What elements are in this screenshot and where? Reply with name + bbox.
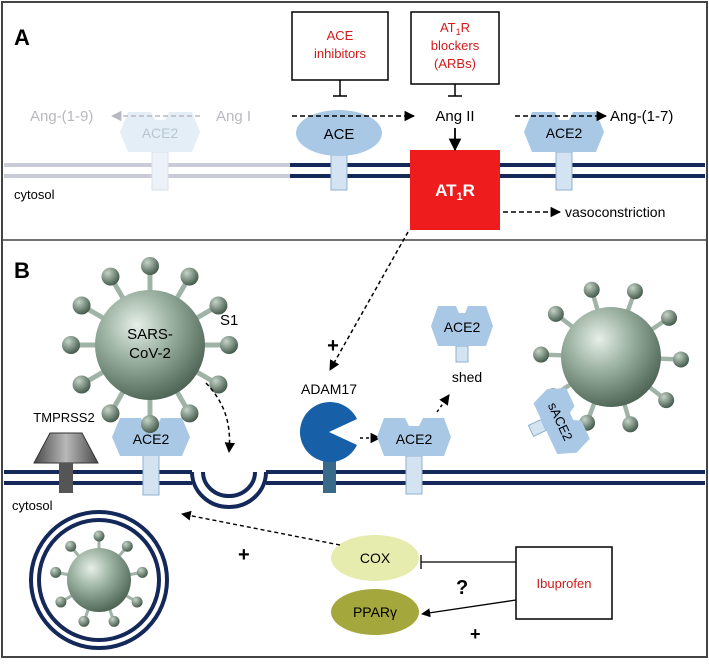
spike-protein bbox=[62, 336, 80, 354]
tmprss2-protease: TMPRSS2 bbox=[33, 410, 99, 493]
arrow-to-endocytosis bbox=[181, 510, 341, 546]
spike-protein bbox=[55, 596, 67, 608]
spike-protein bbox=[121, 540, 133, 552]
s1-label: S1 bbox=[220, 312, 238, 329]
ace-label: ACE bbox=[324, 126, 355, 143]
ace2-cleaved-label: ACE2 bbox=[396, 431, 433, 447]
ace-enzyme: ACE bbox=[296, 110, 382, 191]
virion-envelope bbox=[67, 548, 131, 612]
spike-protein bbox=[141, 257, 159, 275]
spike-protein bbox=[180, 267, 199, 286]
ibuprofen-label: Ibuprofen bbox=[537, 576, 592, 591]
ppar-label: PPARγ bbox=[353, 604, 397, 620]
spike-protein bbox=[533, 346, 550, 363]
ang-1-9-label: Ang-(1-9) bbox=[30, 108, 93, 125]
ibuprofen-activates-ppar bbox=[421, 599, 517, 618]
arrow-virus-to-endocytosis bbox=[205, 382, 236, 454]
ace2-shed: ACE2 bbox=[431, 306, 493, 363]
spike-protein bbox=[78, 615, 90, 627]
spike-protein bbox=[101, 267, 120, 286]
sars-cov-2-virion bbox=[62, 257, 238, 433]
spike-protein bbox=[50, 566, 62, 578]
virus-label-line2: CoV-2 bbox=[129, 345, 171, 362]
spike-protein bbox=[136, 566, 148, 578]
spike-protein bbox=[72, 375, 91, 394]
internalized-virion bbox=[50, 530, 148, 627]
at1r-label: AT1R bbox=[435, 181, 475, 203]
ace2-receptor-a: ACE2 bbox=[524, 112, 604, 191]
spike-protein bbox=[65, 540, 77, 552]
arb-line3: (ARBs) bbox=[434, 56, 476, 71]
adam17-label: ADAM17 bbox=[301, 381, 357, 397]
ace2-faded-receptor: ACE2 bbox=[120, 112, 200, 191]
arb-line2: blockers bbox=[431, 38, 480, 53]
ace2-cleaved-receptor: ACE2 bbox=[377, 418, 451, 495]
ace2-label-a: ACE2 bbox=[546, 125, 583, 141]
cox-label: COX bbox=[360, 550, 391, 566]
spike-protein bbox=[583, 281, 600, 298]
spike-protein bbox=[672, 351, 689, 368]
spike-protein bbox=[209, 375, 228, 394]
ace-inhibitors-box: ACE inhibitors bbox=[291, 11, 389, 97]
ace-inhibitors-line2: inhibitors bbox=[314, 46, 367, 61]
spike-protein bbox=[72, 296, 91, 315]
spike-protein bbox=[661, 309, 678, 326]
spike-protein bbox=[622, 416, 639, 433]
ibuprofen-box: Ibuprofen bbox=[515, 546, 613, 620]
question-mark: ? bbox=[456, 577, 468, 599]
spike-protein bbox=[131, 596, 143, 608]
spike-protein bbox=[101, 404, 120, 423]
panel-a-label: A bbox=[14, 25, 30, 50]
arb-line1: AT1R bbox=[440, 20, 470, 37]
ang-ii-label: Ang II bbox=[435, 108, 474, 125]
ace-inhibitors-line1: ACE bbox=[327, 28, 354, 43]
ace2-faded-label: ACE2 bbox=[142, 125, 179, 141]
spike-protein bbox=[547, 305, 564, 322]
shed-label: shed bbox=[452, 369, 482, 385]
ace2-label-b: ACE2 bbox=[133, 431, 170, 447]
plus-endocytosis: + bbox=[238, 544, 250, 566]
virion-envelope bbox=[561, 307, 661, 407]
ace2-shed-label: ACE2 bbox=[444, 319, 481, 335]
spike-protein bbox=[180, 404, 199, 423]
arrow-at1r-to-adam17 bbox=[329, 231, 409, 371]
spike-protein bbox=[141, 415, 159, 433]
spike-protein bbox=[209, 296, 228, 315]
ang-1-7-label: Ang-(1-7) bbox=[610, 108, 673, 125]
at1r-receptor: AT1R bbox=[410, 150, 500, 230]
cox-enzyme: COX bbox=[331, 535, 419, 581]
arb-box: AT1R blockers (ARBs) bbox=[410, 11, 500, 97]
ppar-gamma: PPARγ bbox=[331, 589, 419, 635]
panel-a: A cytosol ACE inhibitors AT1R blockers (… bbox=[4, 11, 705, 230]
plus-ppar: + bbox=[470, 624, 481, 644]
panel-b: B cytosol TMPRSS2 ACE2 SARS- CoV-2 S1 bbox=[4, 231, 705, 650]
virion-envelope bbox=[95, 290, 205, 400]
spike-protein bbox=[93, 530, 105, 542]
sace2-soluble: sACE2 bbox=[527, 387, 590, 454]
spike-protein bbox=[108, 615, 120, 627]
spike-protein bbox=[658, 392, 675, 409]
virus-label-line1: SARS- bbox=[127, 326, 173, 343]
cytosol-label-b: cytosol bbox=[12, 498, 53, 513]
panel-b-label: B bbox=[14, 258, 30, 283]
cytosol-label-a: cytosol bbox=[14, 187, 55, 202]
spike-protein bbox=[220, 336, 238, 354]
tmprss2-label: TMPRSS2 bbox=[33, 410, 94, 425]
spike-protein bbox=[626, 283, 643, 300]
adam17-protease: ADAM17 bbox=[299, 381, 357, 493]
membrane-b bbox=[4, 470, 705, 509]
vasoconstriction-label: vasoconstriction bbox=[565, 204, 665, 220]
ang-i-label: Ang I bbox=[216, 108, 251, 125]
ace2-receptor-b: ACE2 bbox=[112, 418, 190, 496]
plus-at1r-adam17: + bbox=[327, 335, 339, 357]
